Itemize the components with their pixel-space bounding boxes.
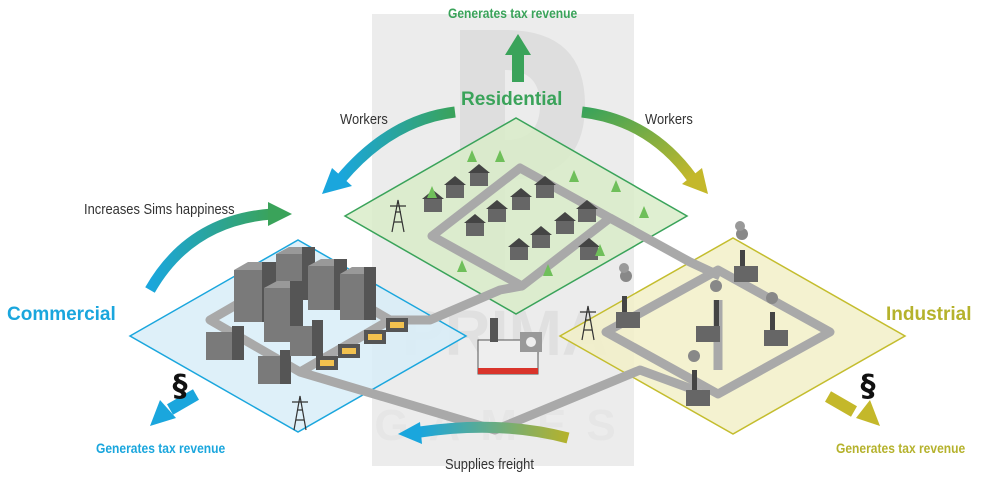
factory [764, 292, 788, 346]
tree [543, 264, 553, 276]
tree [611, 180, 621, 192]
house [510, 188, 532, 210]
road-commercial-residential [390, 281, 523, 325]
tax-arrow-industrial-shaft [825, 391, 857, 417]
residential-buildings [390, 150, 649, 276]
house [444, 176, 466, 198]
happiness-label: Increases Sims happiness [84, 201, 235, 218]
shop [364, 330, 386, 344]
power-tower-residential [390, 199, 406, 233]
house [464, 214, 486, 236]
tree [457, 260, 467, 272]
central-facility [477, 318, 542, 375]
happiness-arrow-head [268, 202, 292, 226]
tax-arrow-residential-shaft [512, 52, 524, 82]
house [578, 238, 600, 260]
tree [595, 244, 605, 256]
industrial-zone-tile [558, 237, 907, 435]
industrial-buildings [580, 221, 788, 406]
house [530, 226, 552, 248]
office-block [206, 326, 244, 360]
factory [616, 263, 640, 328]
house [534, 176, 556, 198]
workers-label-left: Workers [340, 111, 388, 128]
flow-arrows [145, 34, 880, 444]
road-network [205, 163, 835, 435]
workers-label-right: Workers [645, 111, 693, 128]
industrial-zone-title: Industrial [886, 304, 972, 325]
tree [569, 170, 579, 182]
power-tower-commercial [292, 395, 308, 431]
workers-arrow-right-head [682, 168, 708, 194]
tree [427, 186, 437, 198]
shop [316, 356, 338, 370]
house [554, 212, 576, 234]
workers-arrow-left [335, 106, 456, 184]
tree [495, 150, 505, 162]
office-tower [340, 267, 376, 320]
commercial-zone-title: Commercial [7, 304, 116, 325]
office-block [258, 350, 291, 384]
freight-arrow-head [398, 422, 422, 444]
power-tower-industrial [580, 305, 596, 341]
simoleon-icon: § [173, 369, 188, 404]
house [576, 200, 598, 222]
residential-zone-title: Residential [461, 89, 563, 110]
industrial-tax-label: Generates tax revenue [836, 440, 966, 456]
tax-arrow-industrial-head [856, 400, 880, 426]
industrial-road-loop [601, 265, 835, 399]
house [486, 200, 508, 222]
road-freight-route [298, 365, 702, 435]
residential-zone-tile [343, 117, 689, 315]
trees [427, 150, 649, 276]
factory [734, 221, 758, 282]
factory [686, 350, 710, 406]
freight-arrow [419, 421, 570, 444]
commercial-tax-label: Generates tax revenue [96, 440, 226, 456]
tax-arrow-residential-head [505, 34, 531, 55]
tax-arrow-commercial-shaft [167, 389, 199, 415]
house [468, 164, 490, 186]
commercial-buildings [206, 247, 408, 431]
office-block [290, 320, 323, 356]
house [508, 238, 530, 260]
shop [338, 344, 360, 358]
factory [696, 280, 722, 342]
tree [639, 206, 649, 218]
residential-tax-label: Generates tax revenue [448, 5, 578, 21]
happiness-arrow [145, 208, 273, 293]
shop [386, 318, 408, 332]
road-residential-industrial [607, 214, 722, 281]
tax-arrow-commercial-head [150, 400, 176, 426]
simoleon-icon: § [861, 369, 876, 404]
tree [467, 150, 477, 162]
freight-label: Supplies freight [445, 456, 534, 473]
workers-arrow-right [581, 106, 697, 182]
workers-arrow-left-head [322, 168, 352, 194]
